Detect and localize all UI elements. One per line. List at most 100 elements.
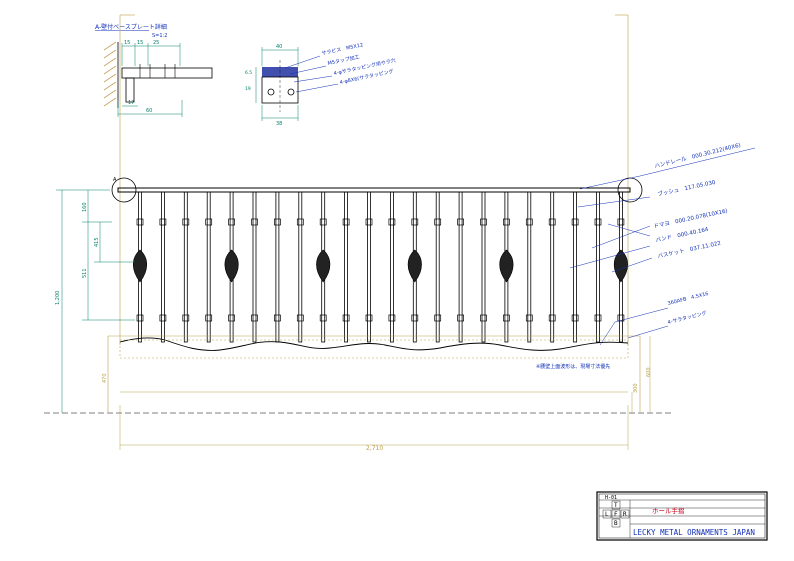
dim-511: 511 <box>82 268 88 278</box>
baluster-band <box>617 314 625 322</box>
baluster-band <box>525 218 533 226</box>
dimensions <box>56 189 629 450</box>
section-left-dim-2: 6.5 <box>245 70 252 76</box>
baluster <box>481 191 486 343</box>
detail-title: A-壁付ベースプレート詳細 <box>95 23 167 31</box>
callout-tapping: 4-サラタッピング <box>667 309 708 325</box>
baluster-band <box>251 314 258 322</box>
baluster-band <box>457 218 464 226</box>
baluster-band <box>411 314 419 322</box>
baluster <box>458 191 463 343</box>
baluster-band <box>228 218 235 226</box>
baluster <box>344 191 349 343</box>
baluster-band <box>274 314 281 322</box>
dim-a: 15 <box>124 40 130 46</box>
callout-bush: ブッシュ 117.05.030 <box>657 178 717 198</box>
section-top-dim: 40 <box>276 44 282 50</box>
handrail <box>117 187 631 193</box>
baluster-band <box>434 314 442 322</box>
dim-c: 17 <box>128 100 134 106</box>
baluster-band <box>251 218 258 226</box>
baluster-band <box>136 218 144 226</box>
company-name: LECKY METAL ORNAMENTS JAPAN <box>633 528 755 537</box>
dim-415: 415 <box>94 237 100 247</box>
baluster-band <box>594 218 602 226</box>
baluster-band <box>594 314 602 322</box>
callout-bar: 360AFB 4.5X16 <box>667 291 709 307</box>
dim-d: 60 <box>146 108 152 114</box>
wall-baseplate-detail: A-壁付ベースプレート詳細 S=1:2 15 15 25 <box>95 23 213 117</box>
baluster-band <box>434 218 442 226</box>
baluster <box>183 191 188 343</box>
baluster <box>527 191 532 343</box>
baluster-band <box>319 218 327 226</box>
baluster-band <box>571 218 579 226</box>
baluster-band <box>205 218 213 226</box>
baluster-band <box>571 314 579 322</box>
dim-width: 2,710 <box>366 445 383 452</box>
title-block: H-01 ホール手摺 T L F R B LECKY METAL ORNAMEN… <box>596 491 768 541</box>
basket-ornament <box>613 249 628 283</box>
baluster-band <box>159 314 167 322</box>
baluster <box>275 191 280 343</box>
baluster-band <box>457 314 464 322</box>
basket-ornament <box>499 249 514 283</box>
scale-letter-t: T <box>614 502 618 509</box>
baluster-band <box>503 218 510 226</box>
baluster-band <box>503 314 510 322</box>
title-no: H-01 <box>605 495 617 501</box>
basket-ornament <box>407 249 422 283</box>
baluster-band <box>480 218 487 226</box>
basket-ornament <box>316 249 331 283</box>
baluster-band <box>205 314 213 322</box>
baluster <box>252 191 257 343</box>
railing-elevation: A <box>44 14 672 414</box>
basket-ornament <box>224 249 239 283</box>
detail-scale: S=1:2 <box>152 33 167 39</box>
baluster-band <box>228 314 235 322</box>
baluster-band <box>182 314 190 322</box>
callout-handrail: ハンドレール 000.30.212(40X6) <box>654 143 741 170</box>
baluster-band <box>548 314 556 322</box>
baluster-band <box>525 314 533 322</box>
scale-letter-r: R <box>623 511 627 518</box>
svg-text:A: A <box>113 177 117 183</box>
dim-300: 300 <box>633 383 639 393</box>
baluster <box>298 191 303 343</box>
baluster-band <box>296 314 304 322</box>
baluster-band <box>365 218 373 226</box>
section-bottom-dim: 38 <box>276 121 282 127</box>
callout-leaders <box>569 147 756 346</box>
baluster-band <box>274 218 281 226</box>
detail-circle-left <box>111 177 137 203</box>
title-name: ホール手摺 <box>652 506 685 515</box>
baluster <box>206 191 211 343</box>
baluster-band <box>159 218 167 226</box>
dim-600: 600 <box>646 367 652 377</box>
dim-470: 470 <box>102 373 108 383</box>
baluster-band <box>388 314 396 322</box>
baluster-band <box>548 218 556 226</box>
baluster-band <box>342 218 350 226</box>
wall-top-wave <box>119 337 629 351</box>
dim-a2: 15 <box>137 40 143 46</box>
baluster <box>367 191 371 343</box>
baluster-band <box>617 218 625 226</box>
callout-band: バンド 000.40.164 <box>655 226 710 244</box>
wall-outline <box>119 339 629 359</box>
scale-letter-b: B <box>614 520 618 527</box>
baluster-band <box>319 314 327 322</box>
baluster-band <box>388 218 396 226</box>
baluster <box>596 191 600 343</box>
base-plate <box>121 67 213 79</box>
baluster-band <box>296 218 304 226</box>
baluster-band <box>411 218 419 226</box>
baluster-group <box>132 191 628 343</box>
baluster-band <box>182 218 190 226</box>
section-detail: 40 38 19 6.5 サラビス M5X12M5タップ加工4-φサラタッピング… <box>245 41 396 127</box>
callout-koma: ドマヨ 000.20.078(10X16) <box>653 207 728 230</box>
baluster-band <box>365 314 373 322</box>
section-left-dim-1: 19 <box>245 86 251 92</box>
baluster-band <box>480 314 487 322</box>
